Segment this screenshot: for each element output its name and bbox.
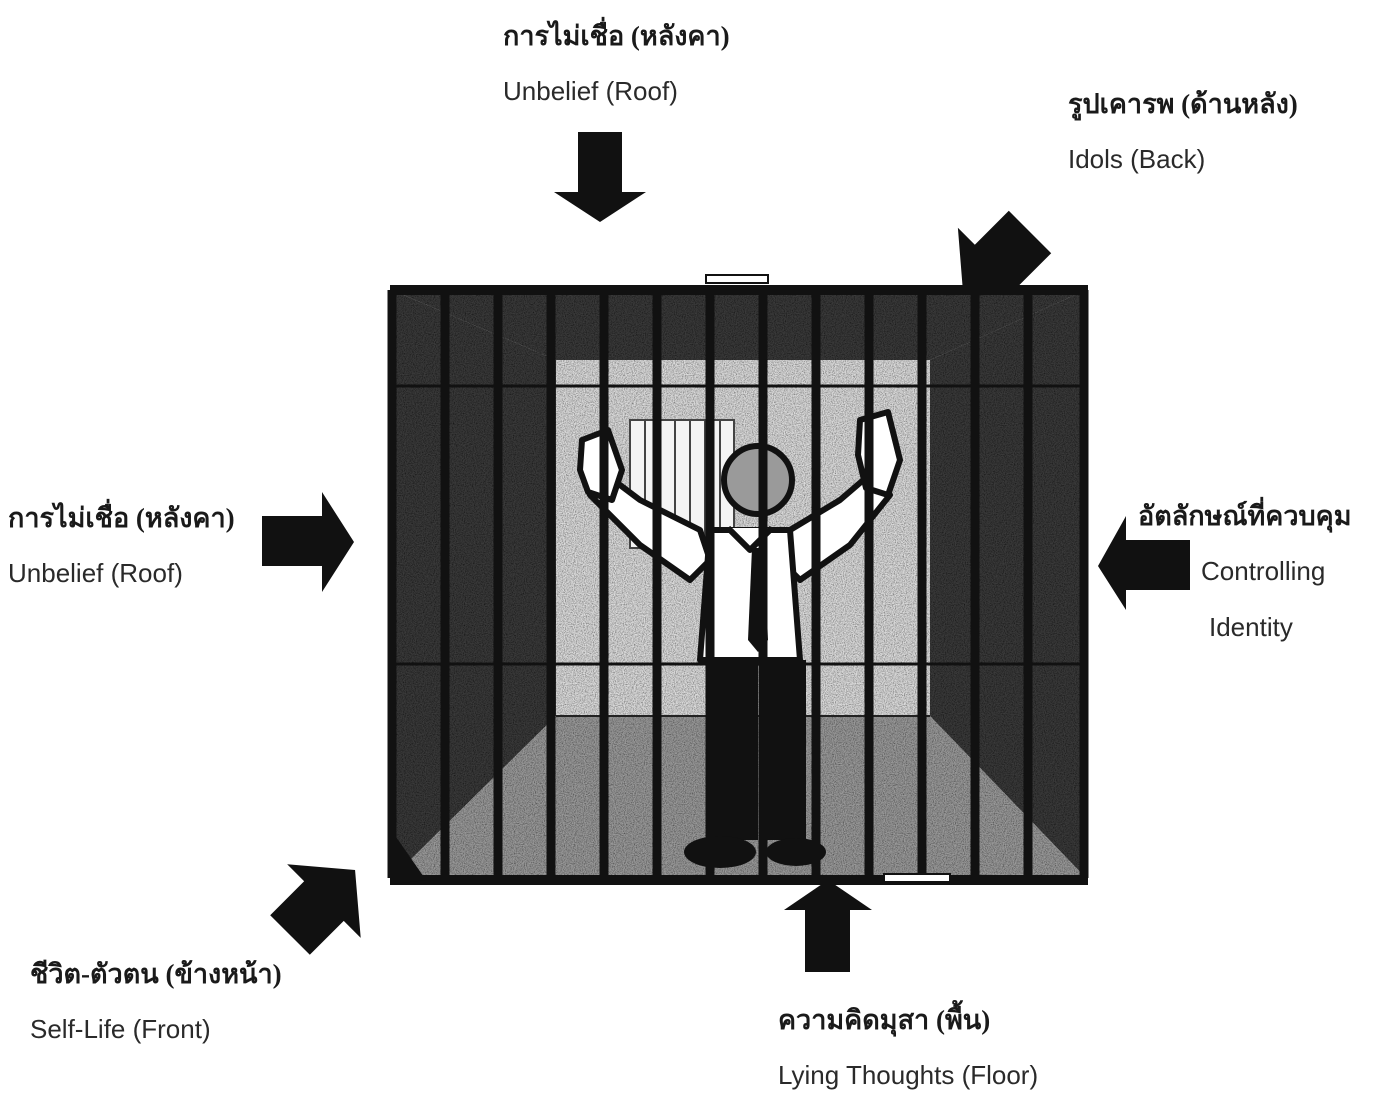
jail-cage-illustration	[0, 0, 1384, 1095]
